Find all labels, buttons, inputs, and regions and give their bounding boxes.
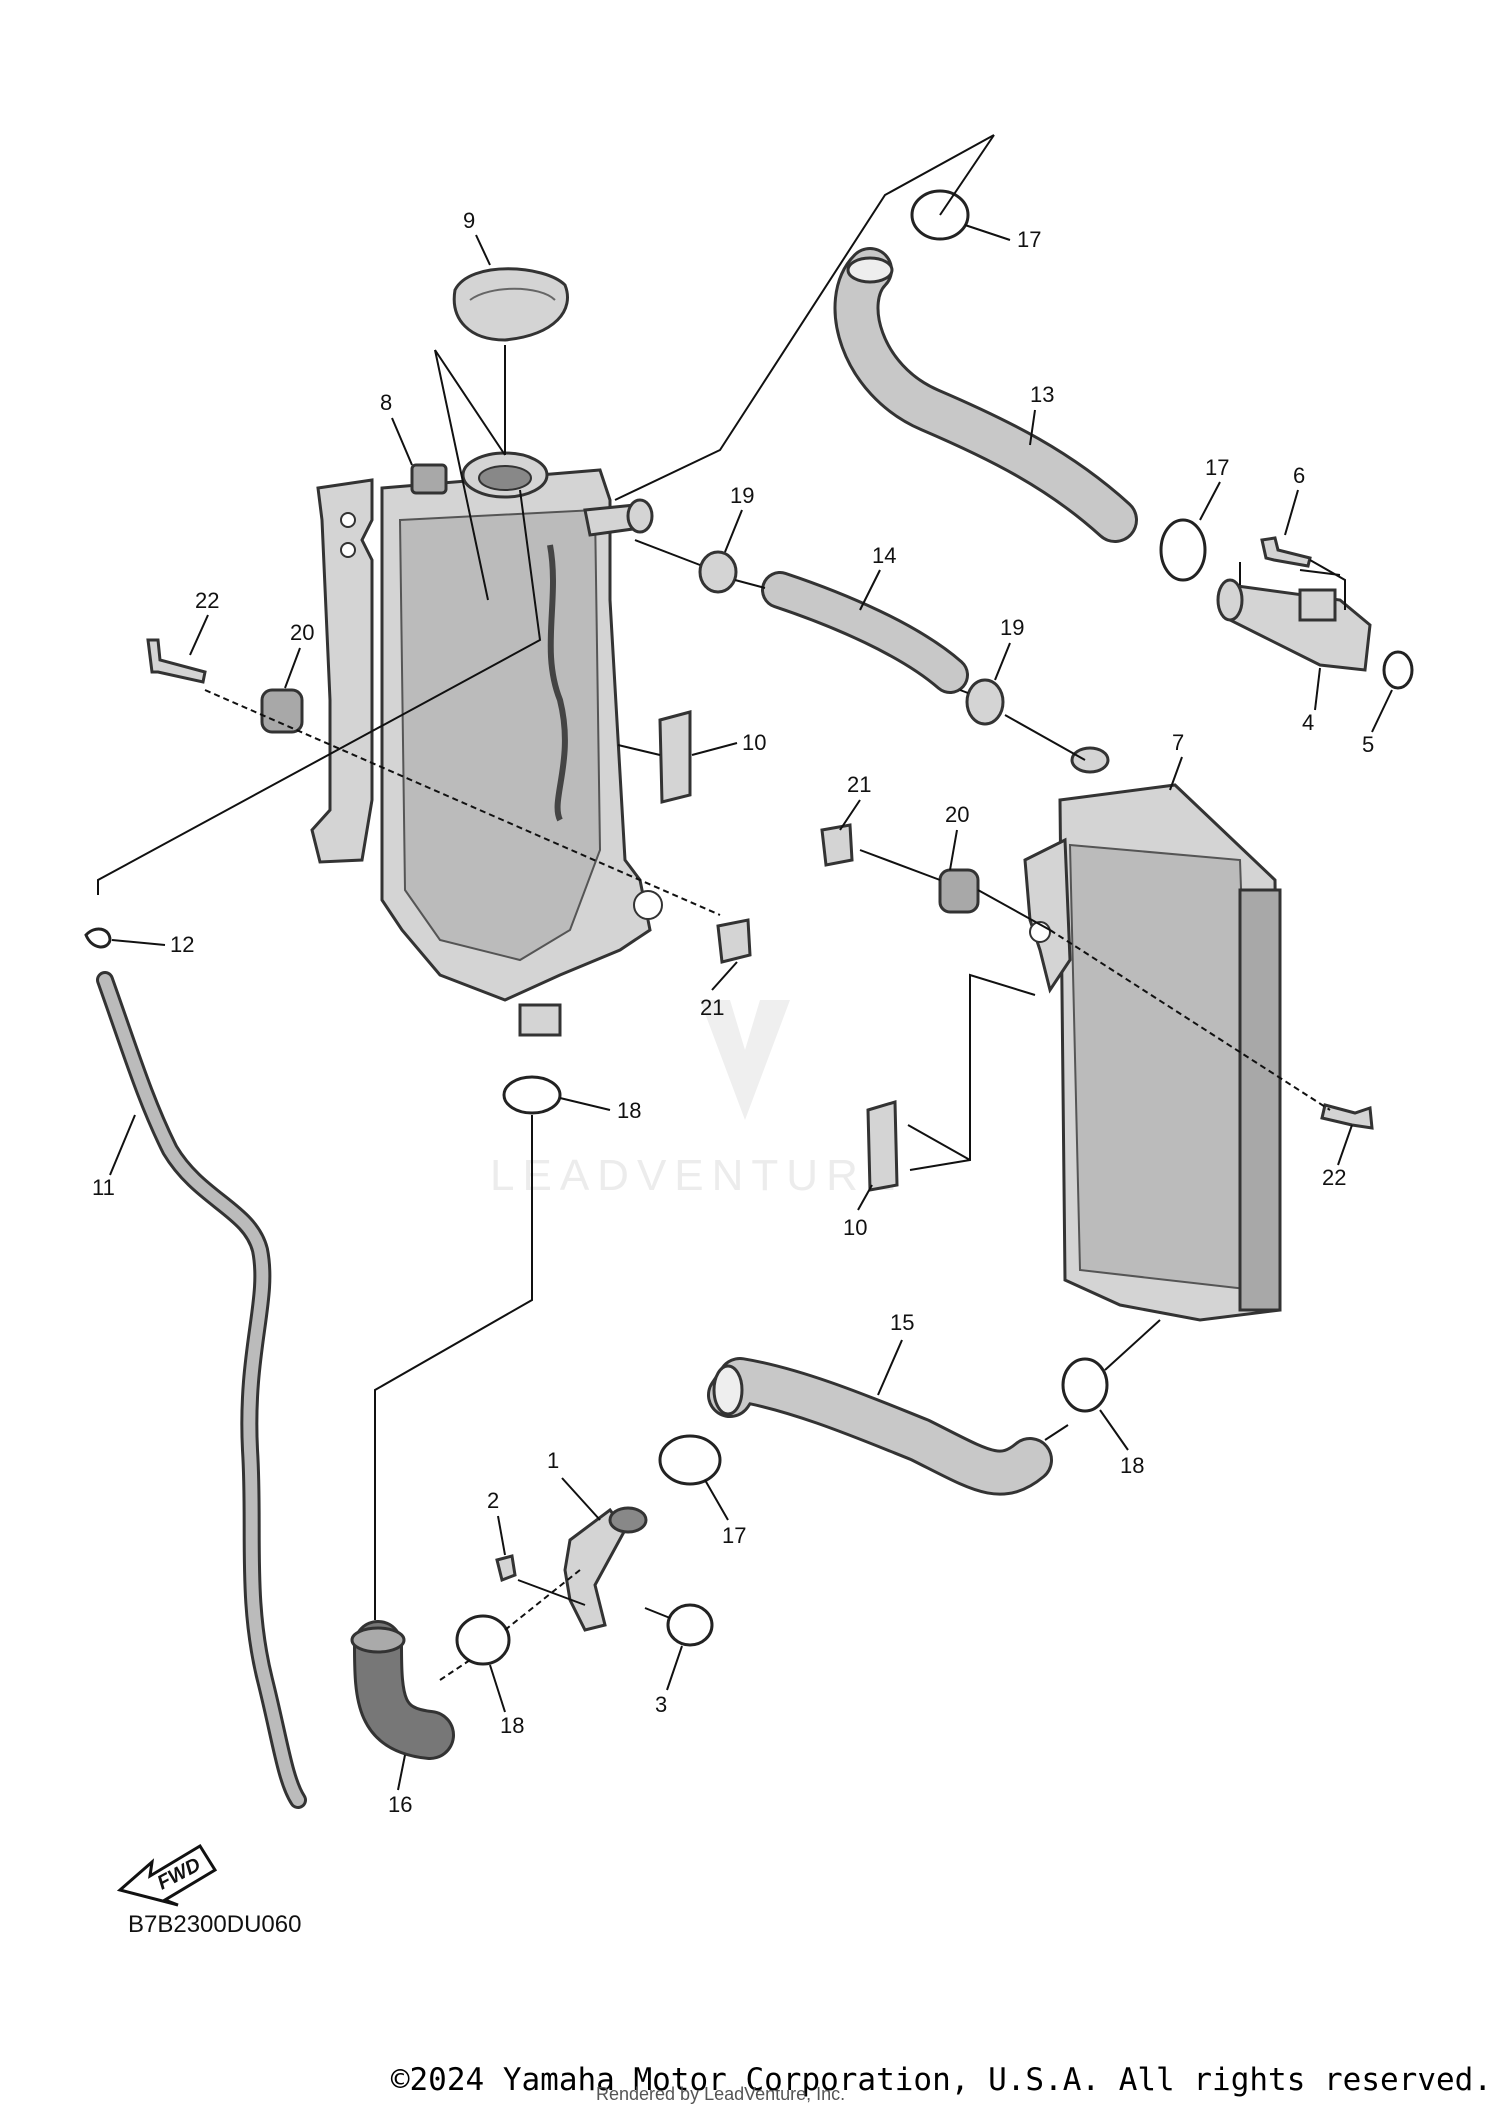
callout-leaders [109,224,1393,1791]
callout-18: 18 [1120,1453,1144,1478]
clamp-19-right[interactable] [965,678,1005,726]
callout-17: 17 [1205,455,1229,480]
callout-17: 17 [722,1523,746,1548]
cover-plate-10-lower[interactable] [866,1100,899,1192]
clamp-18-bottom[interactable] [455,1614,511,1666]
callout-6: 6 [1293,463,1305,488]
clamp-12[interactable] [84,927,112,949]
callout-19: 19 [1000,615,1024,640]
callout-10: 10 [843,1215,867,1240]
pipe-1[interactable] [563,1506,648,1632]
breather-hose-11[interactable] [96,971,307,1809]
callout-11: 11 [92,1175,115,1200]
callout-8: 8 [380,390,392,415]
collar-21-left[interactable] [820,823,854,867]
hose-14[interactable] [761,571,969,694]
callout-4: 4 [1302,710,1314,735]
right-radiator[interactable] [1023,746,1282,1322]
clamp-18-top[interactable] [502,1075,562,1115]
callouts: 9 8 17 13 17 6 19 14 19 4 5 22 20 10 7 2… [92,208,1374,1817]
callout-2: 2 [487,1488,499,1513]
o-ring-5[interactable] [1382,650,1414,690]
grommet-20-right[interactable] [938,868,980,914]
callout-13: 13 [1030,382,1054,407]
radiator-cap[interactable] [452,267,569,342]
callout-17: 17 [1017,227,1041,252]
callout-5: 5 [1362,732,1374,757]
leader-lines [97,134,1346,1681]
elbow-hose-16[interactable] [350,1620,455,1760]
callout-7: 7 [1172,730,1184,755]
fwd-arrow: FWD [116,1843,218,1907]
callout-22: 22 [1322,1165,1346,1190]
clamp-17-right[interactable] [1159,518,1207,582]
callout-14: 14 [872,543,896,568]
callout-16: 16 [388,1792,412,1817]
callout-22: 22 [195,588,219,613]
grommet-20-left[interactable] [260,688,304,734]
watermark: LEADVENTURE [490,1000,903,1200]
lower-hose-15[interactable] [707,1357,1053,1496]
clamp-19-left[interactable] [698,550,738,594]
callout-19: 19 [730,483,754,508]
bolt-22-right[interactable] [1320,1103,1374,1130]
bolt-2[interactable] [495,1554,517,1583]
callout-9: 9 [463,208,475,233]
o-ring-3[interactable] [666,1603,714,1647]
collar-21-bottom[interactable] [716,918,752,964]
bolt-6[interactable] [1260,536,1312,568]
callout-3: 3 [655,1692,667,1717]
joint-pipe-4[interactable] [1216,578,1372,672]
callout-21: 21 [700,995,724,1020]
bolt-22-left[interactable] [146,638,207,684]
diagram-code: B7B2300DU060 [128,1911,301,1938]
left-radiator[interactable] [310,451,663,1037]
cover-plate-10-upper[interactable] [658,710,692,804]
upper-hose-13[interactable] [833,247,1138,543]
callout-10: 10 [742,730,766,755]
copyright-notice: ©2024 Yamaha Motor Corporation, U.S.A. A… [390,2062,1492,2098]
callout-12: 12 [170,932,194,957]
watermark-text: LEADVENTURE [490,1151,903,1200]
clamp-17-bottom[interactable] [658,1434,722,1486]
callout-18: 18 [617,1098,641,1123]
callout-18: 18 [500,1713,524,1738]
callout-21: 21 [847,772,871,797]
callout-1: 1 [547,1448,559,1473]
rendered-by-notice: Rendered by LeadVenture, Inc. [596,2084,846,2104]
callout-20: 20 [290,620,314,645]
clamp-18-right[interactable] [1061,1357,1109,1413]
callout-15: 15 [890,1310,914,1335]
callout-20: 20 [945,802,969,827]
